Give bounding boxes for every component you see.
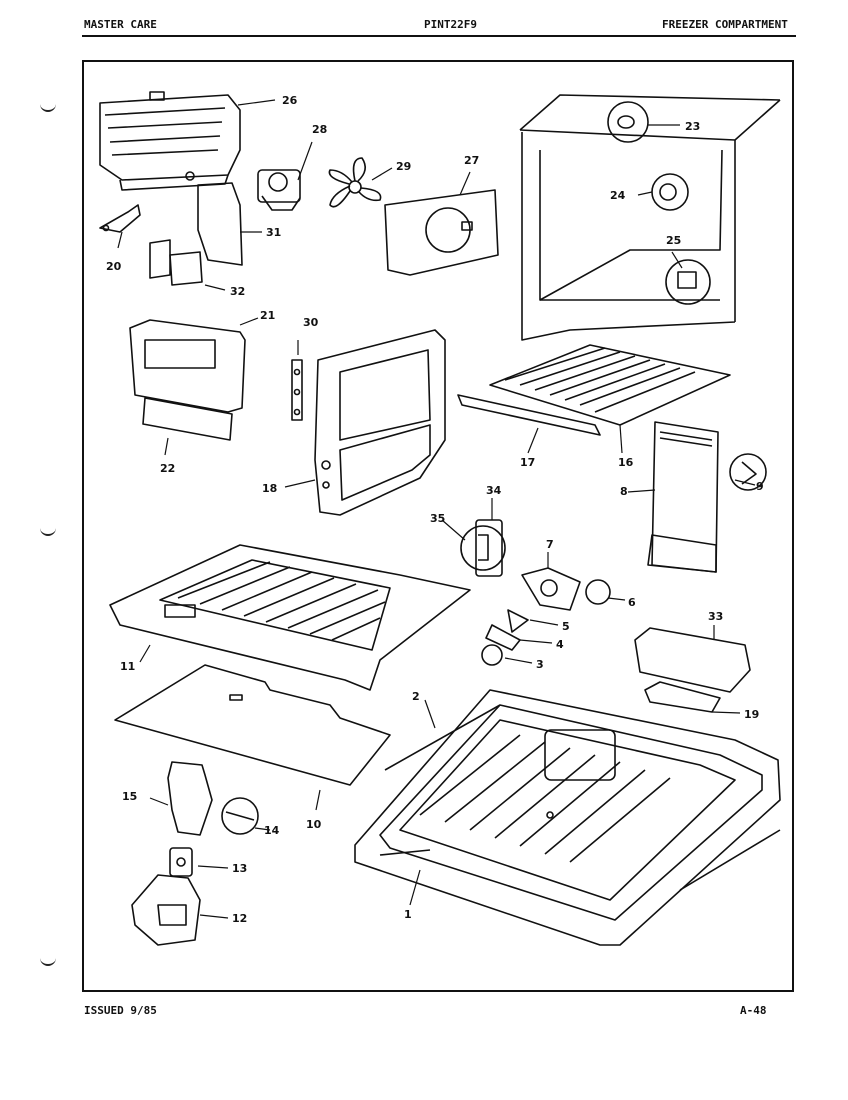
part-timer-motor — [257, 169, 301, 211]
callout-17: 17 — [520, 456, 535, 469]
callout-27: 27 — [464, 154, 479, 167]
callout-31: 31 — [266, 226, 281, 239]
callout-8: 8 — [620, 485, 628, 498]
callout-12: 12 — [232, 912, 247, 925]
callout-1: 1 — [404, 908, 412, 921]
part-drawer-cover — [634, 627, 751, 713]
callout-19: 19 — [744, 708, 759, 721]
part-hinge-strip — [291, 359, 303, 421]
part-cabinet-corner — [519, 94, 781, 341]
part-sensor-bracket — [460, 519, 506, 577]
issued-date: ISSUED 9/85 — [84, 1004, 157, 1017]
section-title: FREEZER COMPARTMENT — [662, 18, 788, 31]
brand-header: MASTER CARE — [84, 18, 157, 31]
callout-11: 11 — [120, 660, 135, 673]
callout-29: 29 — [396, 160, 411, 173]
part-freezer-liner — [314, 329, 446, 516]
callout-9: 9 — [756, 480, 764, 493]
part-clip — [149, 239, 203, 286]
callout-10: 10 — [306, 818, 322, 831]
part-divider-panel — [114, 664, 391, 786]
part-freezer-shelf — [109, 544, 471, 691]
part-auger-housing — [167, 761, 259, 836]
part-bracket — [99, 204, 141, 233]
callout-13: 13 — [232, 862, 247, 875]
part-evaporator-fan — [481, 609, 529, 666]
page-code: A-48 — [740, 1004, 767, 1017]
callout-26: 26 — [282, 94, 298, 107]
header-rule — [82, 35, 796, 37]
part-fan-shroud — [384, 189, 499, 276]
callout-24: 24 — [610, 189, 626, 202]
part-fan-blade — [328, 157, 382, 208]
callout-6: 6 — [628, 596, 636, 609]
part-coupling — [169, 847, 193, 877]
punch-hole-mark — [40, 104, 56, 112]
part-ice-scoop — [131, 874, 201, 946]
diagram-frame — [82, 60, 794, 992]
part-cover-panel — [197, 182, 243, 266]
callout-28: 28 — [312, 123, 327, 136]
callout-23: 23 — [685, 120, 700, 133]
part-ice-chute — [647, 421, 767, 573]
callout-22: 22 — [160, 462, 175, 475]
callout-15: 15 — [122, 790, 137, 803]
callout-35: 35 — [430, 512, 445, 525]
callout-3: 3 — [536, 658, 544, 671]
callout-32: 32 — [230, 285, 245, 298]
callout-30: 30 — [303, 316, 319, 329]
part-label-panel — [142, 397, 233, 441]
callout-25: 25 — [666, 234, 681, 247]
callout-7: 7 — [546, 538, 554, 551]
punch-hole-mark — [40, 958, 56, 966]
leader-lines — [117, 99, 756, 919]
callout-16: 16 — [618, 456, 634, 469]
callout-33: 33 — [708, 610, 723, 623]
callout-numbers: 26 28 29 27 23 24 25 20 31 32 21 30 22 1… — [106, 94, 764, 925]
callout-34: 34 — [486, 484, 502, 497]
part-wire-shelf — [457, 344, 731, 436]
callout-20: 20 — [106, 260, 122, 273]
punch-hole-mark — [40, 528, 56, 536]
part-damper-plate — [521, 567, 611, 611]
model-number: PINT22F9 — [424, 18, 477, 31]
callout-2: 2 — [412, 690, 420, 703]
callout-4: 4 — [556, 638, 564, 651]
callout-21: 21 — [260, 309, 275, 322]
callout-14: 14 — [264, 824, 280, 837]
part-gasket-strip — [384, 704, 781, 891]
part-control-housing — [129, 319, 246, 413]
part-icemaker — [99, 91, 241, 191]
callout-18: 18 — [262, 482, 277, 495]
part-freezer-pan — [354, 689, 781, 946]
callout-5: 5 — [562, 620, 570, 633]
